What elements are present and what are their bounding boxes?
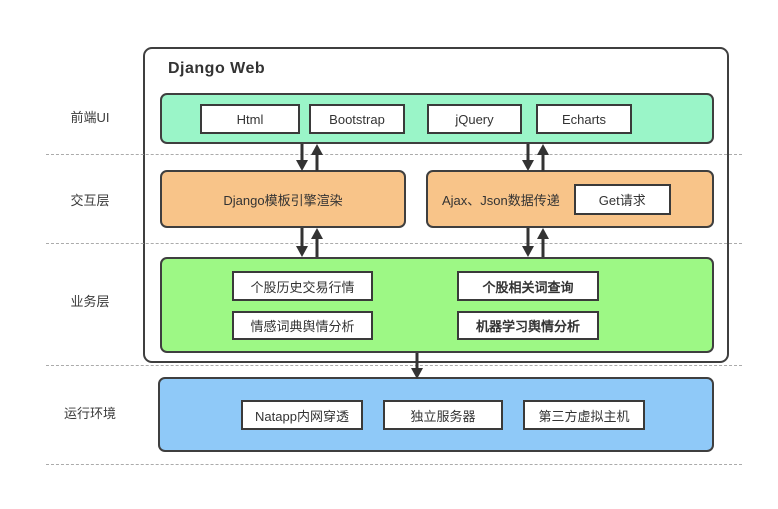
node-html: Html — [200, 104, 300, 134]
node-jquery: jQuery — [427, 104, 522, 134]
arrow-up-icon — [537, 144, 549, 171]
node-get-request: Get请求 — [573, 183, 671, 215]
template-engine-label: Django模板引擎渲染 — [223, 192, 343, 208]
node-stock-history: 个股历史交易行情 — [232, 271, 373, 301]
band-template-engine: Django模板引擎渲染 — [160, 170, 406, 228]
layer-label-interaction: 交互层 — [70, 193, 110, 208]
arrow-down-icon — [522, 228, 534, 257]
layer-label-frontend-ui: 前端UI — [70, 110, 110, 125]
node-standalone-server: 独立服务器 — [383, 400, 503, 430]
layer-separator-line — [46, 365, 742, 366]
node-echarts: Echarts — [536, 104, 632, 134]
arrow-down-icon — [411, 353, 423, 379]
band-ajax-json: Ajax、Json数据传递 Get请求 — [426, 170, 714, 228]
node-ml-sentiment: 机器学习舆情分析 — [457, 311, 599, 340]
arrow-down-icon — [296, 144, 308, 171]
arrow-down-icon — [522, 144, 534, 171]
ajax-json-label: Ajax、Json数据传递 — [442, 192, 560, 208]
arrow-down-icon — [296, 228, 308, 257]
node-virtual-host: 第三方虚拟主机 — [523, 400, 645, 430]
node-related-words: 个股相关词查询 — [457, 271, 599, 301]
layer-separator-line — [46, 464, 742, 465]
layer-label-runtime: 运行环境 — [63, 406, 116, 421]
node-natapp: Natapp内网穿透 — [241, 400, 363, 430]
node-bootstrap: Bootstrap — [309, 104, 405, 134]
layer-separator-line — [46, 243, 742, 244]
node-sentiment-dict: 情感词典舆情分析 — [232, 311, 373, 340]
layer-separator-line — [46, 154, 742, 155]
arrow-up-icon — [311, 144, 323, 171]
django-web-container — [143, 47, 729, 363]
layer-label-business: 业务层 — [70, 294, 110, 309]
diagram-title: Django Web — [168, 60, 266, 77]
arrow-up-icon — [537, 228, 549, 257]
arrow-up-icon — [311, 228, 323, 257]
